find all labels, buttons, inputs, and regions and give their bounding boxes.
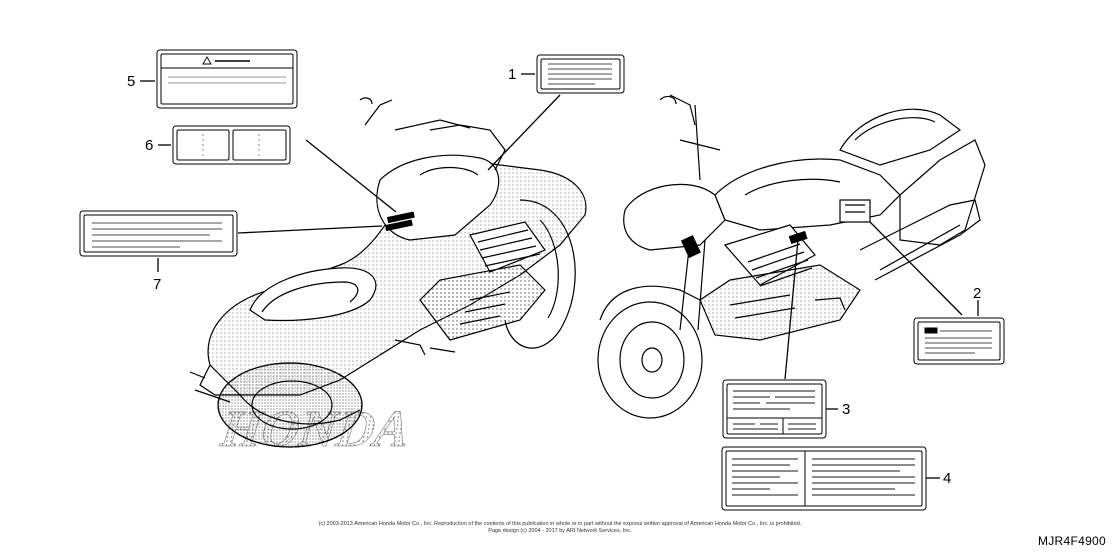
label-4-graphic	[721, 446, 927, 511]
callout-7: 7	[153, 276, 161, 293]
copyright-line-2: Page design (c) 2004 - 2017 by ARI Netwo…	[488, 528, 632, 534]
callout-1: 1	[508, 66, 516, 83]
callout-3: 3	[842, 401, 850, 418]
label-7-graphic	[79, 210, 238, 257]
label-6-graphic	[172, 125, 291, 165]
copyright-line-1: (c) 2003-2013 American Honda Motor Co., …	[318, 521, 802, 527]
diagram-code: MJR4F4900	[1037, 534, 1106, 548]
callout-6: 6	[145, 137, 153, 154]
label-2-graphic	[913, 317, 1005, 365]
callout-2: 2	[973, 285, 981, 302]
label-5-graphic	[156, 49, 298, 109]
motorcycle-front-view	[597, 94, 986, 419]
label-3-graphic	[722, 379, 827, 439]
label-1-graphic	[536, 54, 625, 94]
motorcycle-rear-view: HONDA	[189, 97, 587, 458]
leader-lines	[140, 73, 979, 479]
callout-4: 4	[943, 470, 951, 487]
copyright-notice: (c) 2003-2013 American Honda Motor Co., …	[0, 521, 1120, 535]
callout-5: 5	[127, 73, 135, 90]
